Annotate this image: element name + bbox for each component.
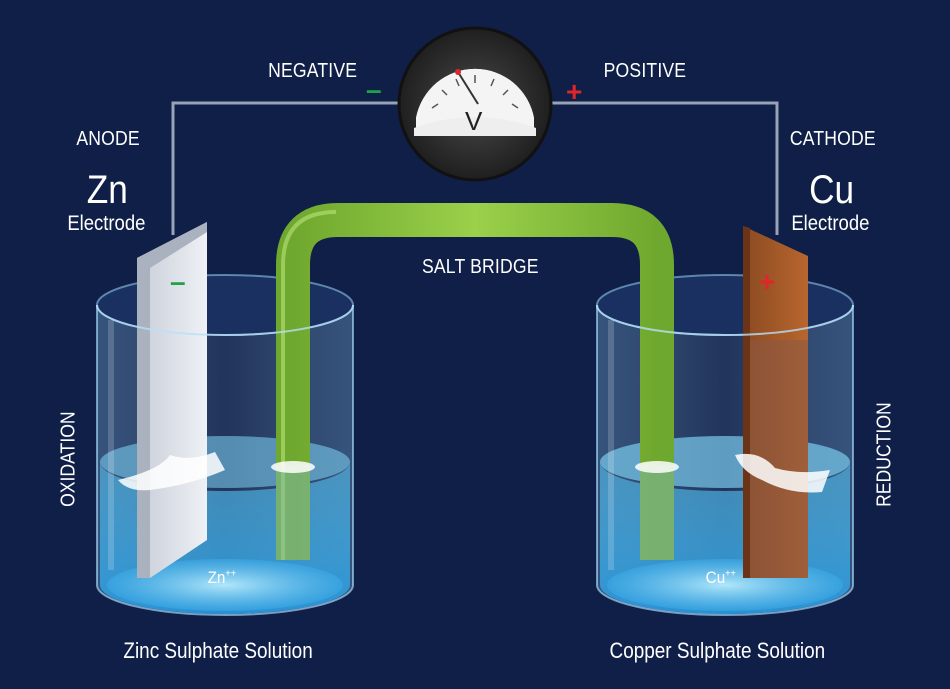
zinc-negative-sign: – — [170, 266, 186, 297]
zn-ion-symbol: Zn — [207, 568, 226, 587]
salt-bridge-tube — [271, 203, 679, 560]
cathode-label: CATHODE — [789, 128, 876, 150]
positive-label: POSITIVE — [603, 60, 687, 82]
reduction-label: REDUCTION — [873, 402, 896, 507]
voltmeter — [397, 26, 553, 182]
copper-solution-label: Copper Sulphate Solution — [609, 638, 826, 663]
negative-label: NEGATIVE — [268, 60, 358, 82]
zinc-solution-label: Zinc Sulphate Solution — [123, 638, 313, 663]
anode-label: ANODE — [76, 128, 140, 150]
copper-electrode — [735, 226, 830, 578]
zn-ion-label: Zn++ — [208, 568, 236, 588]
wire-left — [171, 101, 405, 235]
voltmeter-positive-sign: + — [566, 76, 583, 107]
cu-ion-label: Cu++ — [706, 568, 736, 588]
zn-symbol: Zn — [86, 168, 128, 212]
cathode-electrode-label: Electrode — [791, 212, 870, 235]
voltmeter-unit: V — [465, 106, 483, 136]
cu-ion-symbol: Cu — [705, 568, 726, 587]
glass-highlights — [96, 304, 854, 570]
cu-symbol: Cu — [809, 168, 855, 212]
zinc-electrode — [118, 222, 225, 578]
copper-positive-sign: + — [759, 266, 776, 297]
cu-ion-charge: ++ — [725, 568, 736, 580]
wire-right — [545, 101, 779, 235]
salt-bridge-label: SALT BRIDGE — [421, 256, 539, 278]
voltmeter-negative-sign: – — [366, 74, 382, 105]
zn-ion-charge: ++ — [225, 568, 236, 580]
anode-electrode-label: Electrode — [67, 212, 146, 235]
oxidation-label: OXIDATION — [57, 411, 80, 507]
